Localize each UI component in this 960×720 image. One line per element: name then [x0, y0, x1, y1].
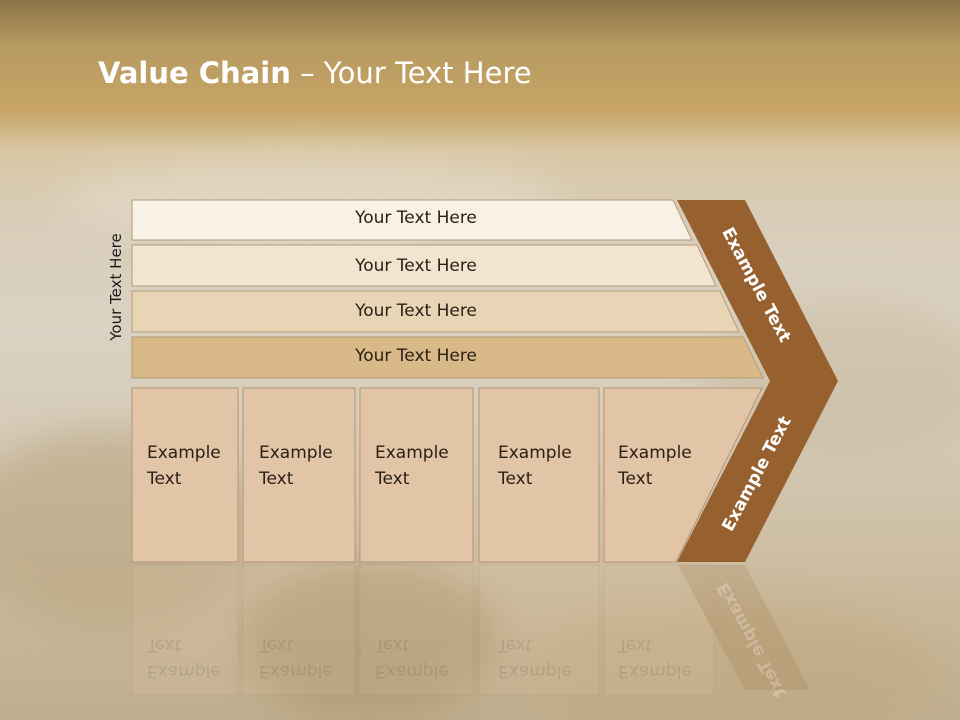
activity-box-1: [131, 387, 239, 563]
reflection-line-1: Example: [375, 661, 449, 681]
row-band-1: [131, 199, 693, 241]
row-label-4: Your Text Here: [355, 346, 477, 366]
reflection-text: Example Text: [498, 632, 572, 684]
reflection-line-2: Text: [618, 635, 653, 655]
activity-box-3: [359, 387, 474, 563]
row-band-3: [131, 290, 740, 333]
box-line-1: Example: [498, 443, 572, 463]
box-line-1: Example: [147, 443, 221, 463]
activity-box-2: [242, 387, 356, 563]
reflection-line-1: Example: [259, 661, 333, 681]
row-band-4: [131, 336, 764, 379]
box-line-1: Example: [259, 443, 333, 463]
reflection-line-2: Text: [259, 635, 294, 655]
reflection-text: Example Text: [147, 632, 221, 684]
reflection-line-1: Example: [147, 661, 221, 681]
box-line-2: Text: [375, 469, 410, 489]
title-rest: – Your Text Here: [290, 56, 532, 90]
row-label-1: Your Text Here: [355, 208, 477, 228]
row-label-2: Your Text Here: [355, 256, 477, 276]
activity-box-4: [478, 387, 600, 563]
background-rock: [520, 600, 940, 720]
reflection-text: Example Text: [618, 632, 692, 684]
row-label-3: Your Text Here: [355, 301, 477, 321]
activity-box-5: [603, 387, 763, 563]
box-line-1: Example: [618, 443, 692, 463]
reflection-line-1: Example: [498, 661, 572, 681]
reflection-text: Example Text: [259, 632, 333, 684]
reflection-line-2: Text: [498, 635, 533, 655]
slide-title: Value Chain – Your Text Here: [98, 56, 532, 90]
diagram-reflection: [131, 564, 810, 696]
reflection-line-1: Example: [618, 661, 692, 681]
title-bold: Value Chain: [98, 56, 291, 90]
box-line-2: Text: [147, 469, 182, 489]
reflection-line-2: Text: [147, 635, 182, 655]
box-line-2: Text: [259, 469, 294, 489]
box-line-2: Text: [618, 469, 653, 489]
reflection-line-2: Text: [375, 635, 410, 655]
value-chevron: [677, 200, 838, 562]
box-line-1: Example: [375, 443, 449, 463]
background-rock: [240, 560, 500, 720]
box-line-2: Text: [498, 469, 533, 489]
row-band-2: [131, 244, 717, 287]
reflection-text: Example Text: [375, 632, 449, 684]
